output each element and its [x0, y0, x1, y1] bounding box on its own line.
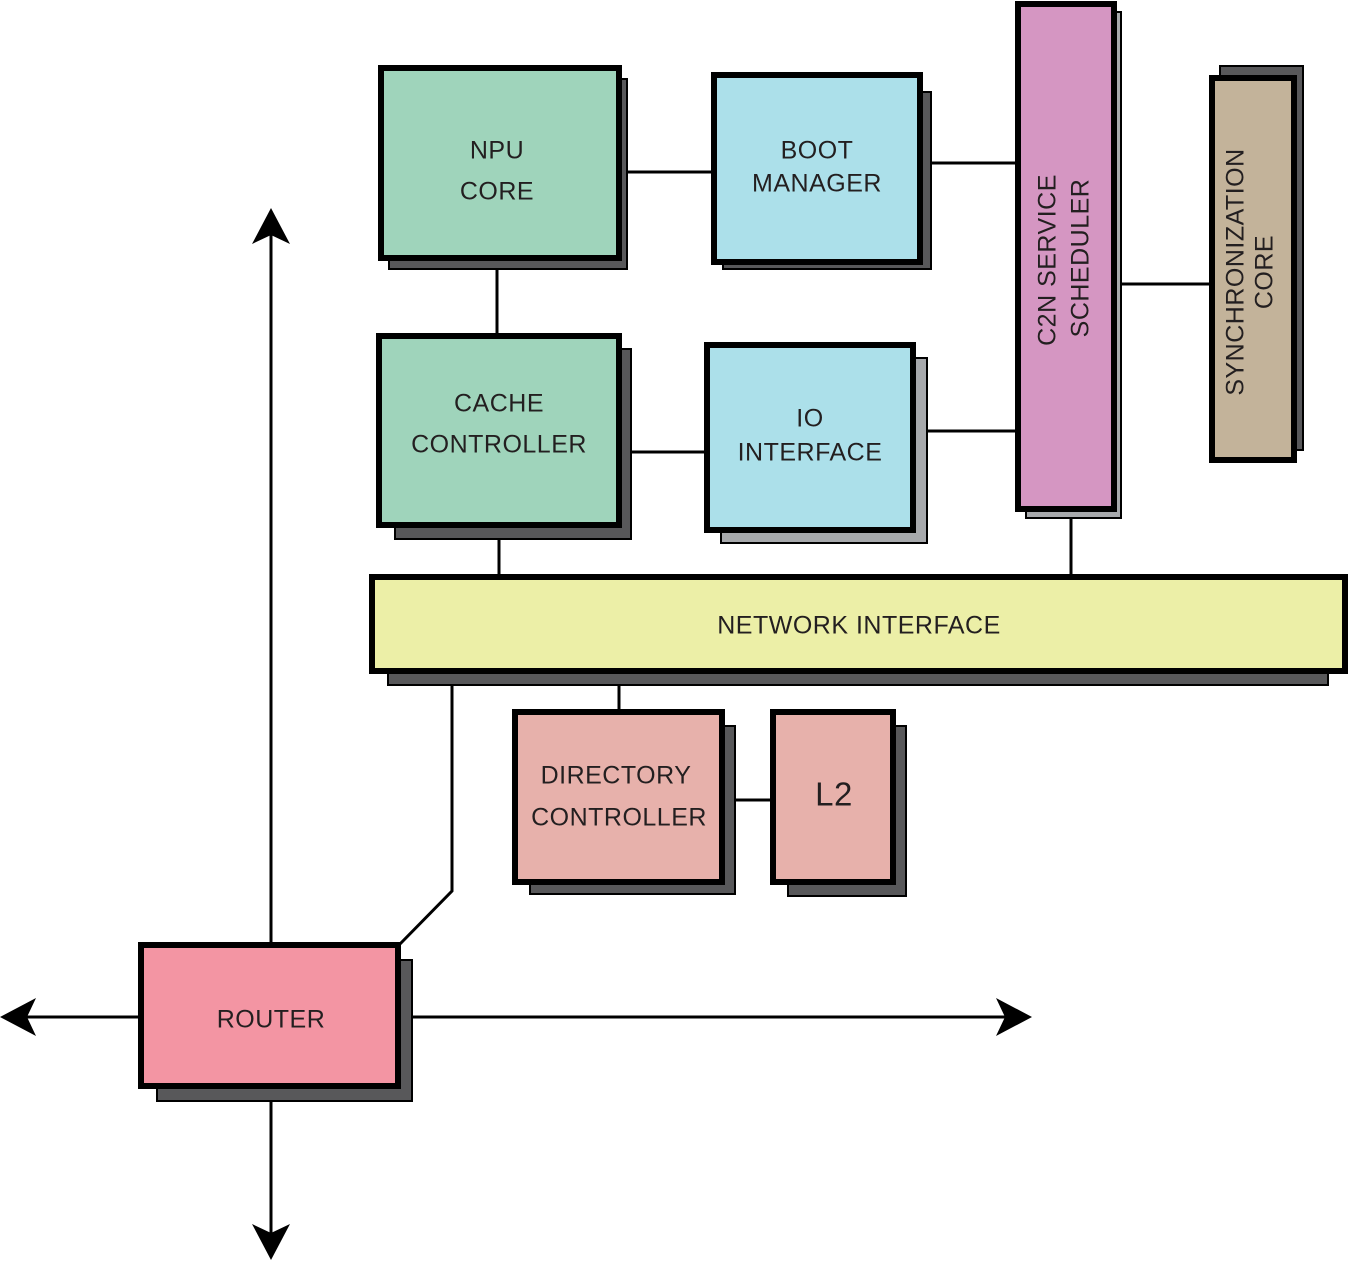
boot-manager-label-line1: BOOT	[781, 137, 854, 165]
directory-controller-box	[512, 709, 725, 885]
router-arrows	[0, 208, 1032, 1260]
l2-block: L2	[770, 709, 907, 897]
sync-core-label-line2: CORE	[1251, 235, 1279, 309]
io-interface-label-line1: IO	[796, 405, 823, 433]
l2-label: L2	[815, 776, 853, 813]
cache-controller-label-line1: CACHE	[454, 390, 544, 418]
npu-core-label-line2: CORE	[460, 178, 534, 206]
directory-controller-block: DIRECTORY CONTROLLER	[512, 709, 736, 895]
wire-network-router	[397, 670, 454, 947]
directory-controller-label-line1: DIRECTORY	[541, 762, 692, 790]
router-label: ROUTER	[217, 1006, 326, 1034]
router-box	[138, 942, 401, 1089]
network-interface-label: NETWORK INTERFACE	[717, 612, 1001, 640]
sync-core-label-line1: SYNCHRONIZATION	[1222, 148, 1250, 395]
cache-controller-box	[376, 333, 622, 528]
network-interface-box	[369, 574, 1348, 674]
directory-controller-label-line2: CONTROLLER	[531, 804, 707, 832]
arrow-west-icon	[0, 998, 36, 1036]
cache-controller-block: CACHE CONTROLLER	[376, 333, 632, 540]
io-interface-box	[704, 342, 916, 533]
l2-box	[770, 709, 896, 885]
cache-controller-label-line2: CONTROLLER	[411, 431, 587, 459]
c2n-scheduler-block: C2N SERVICE SCHEDULER	[1015, 1, 1122, 519]
io-interface-block: IO INTERFACE	[704, 342, 928, 544]
router-block: ROUTER	[138, 942, 413, 1102]
arrow-north-icon	[252, 208, 290, 244]
io-interface-label-line2: INTERFACE	[738, 439, 883, 467]
connection-wires	[397, 161, 1213, 947]
arrow-east-icon	[996, 998, 1032, 1036]
network-interface-block: NETWORK INTERFACE	[369, 574, 1348, 686]
arrow-south-icon	[252, 1224, 290, 1260]
npu-core-block: NPU CORE	[378, 65, 628, 270]
c2n-scheduler-box	[1015, 1, 1117, 512]
sync-core-box	[1209, 75, 1297, 463]
boot-manager-block: BOOT MANAGER	[711, 72, 932, 270]
c2n-scheduler-label-line1: C2N SERVICE	[1034, 174, 1062, 346]
sync-core-block: SYNCHRONIZATION CORE	[1209, 65, 1304, 463]
npu-core-label-line1: NPU	[470, 137, 524, 165]
boot-manager-box	[711, 72, 923, 265]
c2n-scheduler-label-line2: SCHEDULER	[1067, 179, 1095, 338]
boot-manager-label-line2: MANAGER	[752, 170, 882, 198]
npu-core-box	[378, 65, 622, 261]
